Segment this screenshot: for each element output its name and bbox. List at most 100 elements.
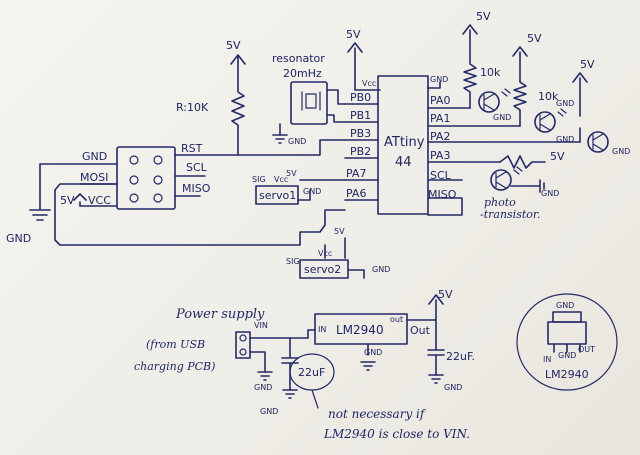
photo-transistor <box>490 169 512 191</box>
power-input-connector <box>235 331 251 359</box>
output-gnd-label: GND <box>444 383 462 392</box>
chip-vcc-wire <box>354 47 381 91</box>
isp-gnd-label: GND <box>82 150 107 163</box>
isp-5v-label: 5V <box>60 194 75 207</box>
pa3-resistor <box>499 155 546 169</box>
pa1-resistor-label: 10k <box>538 90 559 103</box>
pa2-gnd-label-top: GND <box>556 99 574 108</box>
isp-miso-label: MISO <box>182 182 211 195</box>
pkg-tab <box>552 311 582 323</box>
resonator-gnd-label: GND <box>288 137 306 146</box>
pa0-gnd-label: GND <box>493 113 511 122</box>
pin-pa1: PA1 <box>430 112 450 125</box>
gnd-symbol-input <box>257 371 273 381</box>
pin-pa7: PA7 <box>346 167 366 180</box>
servo1-sig: SIG <box>252 175 266 184</box>
vin-label: VIN <box>254 321 268 330</box>
pin-scl: SCL <box>430 169 452 182</box>
pkg-gnd: GND <box>558 351 576 360</box>
resonator-pb0-wire <box>326 89 346 105</box>
servo2-name: servo2 <box>304 263 341 276</box>
chip-name-line1: ATtiny <box>384 135 425 150</box>
pkg-in: IN <box>543 355 551 364</box>
pin-pa0: PA0 <box>430 94 450 107</box>
note-line2: LM2940 is close to VIN. <box>323 427 470 441</box>
reg-in-label: IN <box>318 325 326 334</box>
isp-vcc-wire <box>73 193 118 207</box>
pa1-5v-label: 5V <box>527 32 542 45</box>
servo2-5v: 5V <box>334 227 345 236</box>
lm2940-package-outline <box>516 293 618 391</box>
pa0-resistor-label: 10k <box>480 66 501 79</box>
pa0-5v-label: 5V <box>476 10 491 23</box>
pa1-resistor <box>513 51 527 127</box>
pkg-gnd-top: GND <box>556 301 574 310</box>
output-cap-label: 22uF. <box>446 350 475 363</box>
servo1-name: servo1 <box>259 189 296 202</box>
pkg-name: LM2940 <box>545 368 589 381</box>
pa3-5v-label: 5V <box>550 150 565 163</box>
out-label: Out <box>410 324 431 337</box>
pa0-resistor <box>463 29 477 109</box>
phototransistor-1 <box>478 91 500 113</box>
pin-pa2: PA2 <box>430 130 450 143</box>
resonator-body <box>290 81 328 125</box>
reg-out-label: out <box>390 315 403 324</box>
isp-scl-label: SCL <box>186 161 208 174</box>
pa1-gnd-label: GND <box>556 135 574 144</box>
reset-pullup-resistor <box>231 61 245 156</box>
reset-resistor-label: R:10K <box>176 101 209 114</box>
vin-wire <box>249 329 316 339</box>
servo2-gnd: GND <box>372 265 390 274</box>
power-supply-sub1: (from USB <box>146 338 205 351</box>
chip-vcc-label: Vcc <box>362 79 376 88</box>
servo1-vcc: Vcc <box>274 175 288 184</box>
resonator-crystal <box>305 93 317 109</box>
input-gnd-label: GND <box>254 383 272 392</box>
pin-pb0: PB0 <box>350 91 371 104</box>
pin-pa3: PA3 <box>430 149 450 162</box>
phototransistor-2 <box>534 111 556 133</box>
pin-pb2: PB2 <box>350 145 371 158</box>
chip-gnd-wire <box>427 81 441 89</box>
isp-rst-label: RST <box>181 142 203 155</box>
resonator-pb1-wire <box>326 114 346 123</box>
cap-gnd-label: GND <box>260 407 278 416</box>
mosi-return-wire <box>54 183 346 246</box>
isp-gnd-wire <box>39 163 118 211</box>
arrow-5v-chip <box>347 42 363 53</box>
pkg-body <box>547 321 587 345</box>
pa3-gnd-label: GND <box>541 189 559 198</box>
resonator-label: resonator <box>272 52 325 65</box>
pa2-5v-label: 5V <box>580 58 595 71</box>
photo-label: photo <box>484 196 516 209</box>
isp-mosi-label: MOSI <box>80 171 108 184</box>
input-cap-label: 22uF <box>298 366 325 379</box>
gnd-left-label: GND <box>6 232 31 245</box>
transistor-label: -transistor. <box>480 208 540 221</box>
isp-rst-wire <box>174 139 346 156</box>
servo2-sig: SIG <box>286 257 300 266</box>
out-5v-label: 5V <box>438 288 453 301</box>
attiny44-chip <box>377 75 429 215</box>
power-supply-title: Power supply <box>175 307 265 322</box>
pin-pb1: PB1 <box>350 109 371 122</box>
servo1-body <box>255 185 299 205</box>
note-line1: not necessary if <box>328 407 427 421</box>
pin-pa6: PA6 <box>346 187 366 200</box>
chip-name-line2: 44 <box>395 155 412 170</box>
phototransistor-3 <box>587 131 609 153</box>
pkg-out: OUT <box>578 345 595 354</box>
lm2940-regulator <box>314 313 408 345</box>
resonator-freq-label: 20mHz <box>283 67 322 80</box>
servo1-5v: 5V <box>286 169 297 178</box>
chip-5v-label: 5V <box>346 28 361 41</box>
power-supply-sub2: charging PCB) <box>134 360 215 373</box>
out-wire <box>406 299 437 351</box>
pin-pb3: PB3 <box>350 127 371 140</box>
gnd-symbol-left <box>29 209 51 221</box>
reg-gnd-label: GND <box>364 348 382 357</box>
isp-header <box>116 146 176 210</box>
